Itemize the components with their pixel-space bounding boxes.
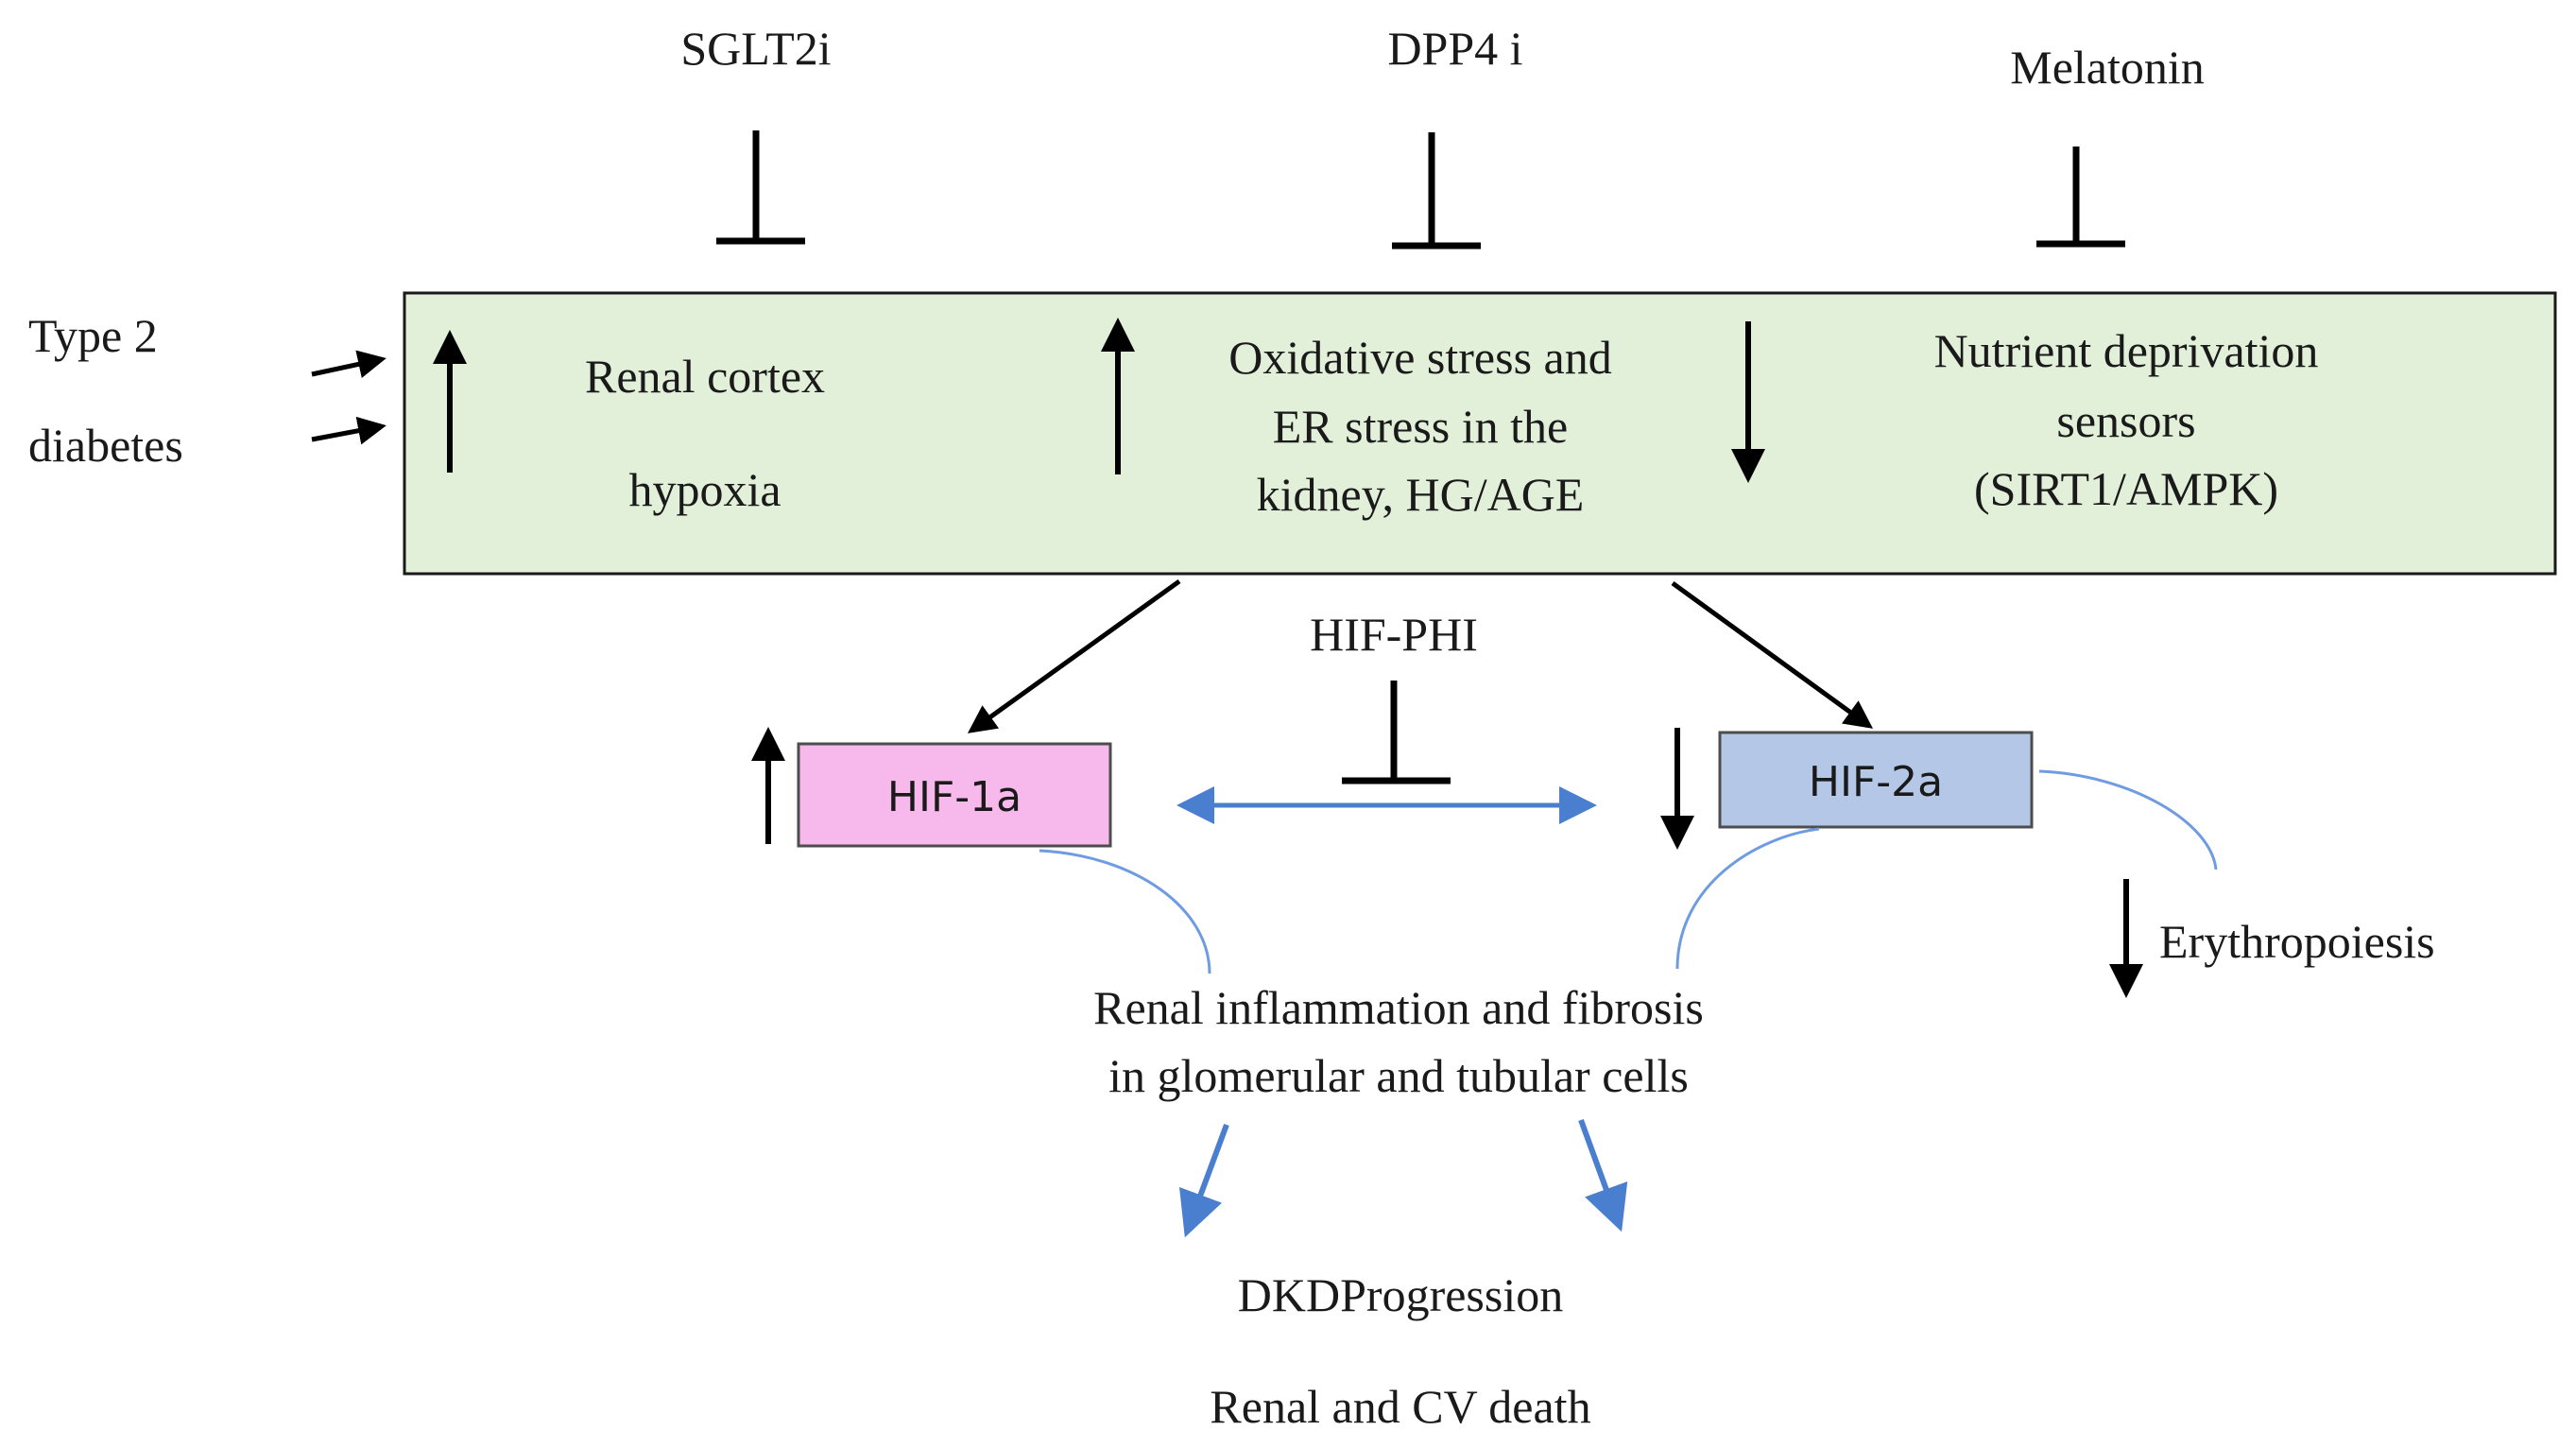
hif1a-box bbox=[797, 742, 1112, 848]
oxidative-line2: ER stress in the bbox=[1273, 400, 1568, 453]
sglt2i-inhibit-symbol bbox=[716, 130, 805, 245]
melatonin-inhibit-symbol bbox=[2036, 147, 2125, 248]
type2-label: Type 2 bbox=[28, 309, 158, 362]
hif2a-label: HIF-2a bbox=[1809, 758, 1943, 806]
dpp4i-label: DPP4 i bbox=[1387, 22, 1522, 75]
outcome-line1: Renal inflammation and fibrosis bbox=[1093, 981, 1704, 1034]
outcome-line2: in glomerular and tubular cells bbox=[1108, 1049, 1689, 1102]
hif1a-to-outcome-curve bbox=[1039, 849, 1211, 974]
sglt2i-label: SGLT2i bbox=[680, 22, 831, 75]
box-to-hif2a-arrow bbox=[1671, 580, 1874, 729]
melatonin-label: Melatonin bbox=[2010, 41, 2205, 94]
renal-line2: hypoxia bbox=[628, 463, 781, 516]
nutrient-line2: sensors bbox=[2056, 394, 2195, 447]
diabetes-label: diabetes bbox=[28, 419, 183, 472]
stress-box bbox=[403, 291, 2557, 576]
hif-phi-inhibit-symbol bbox=[1342, 681, 1451, 784]
oxidative-line3: kidney, HG/AGE bbox=[1257, 468, 1585, 521]
dpp4i-inhibit-symbol bbox=[1392, 132, 1481, 250]
hif2a-to-erythropoiesis-curve bbox=[2038, 769, 2218, 871]
oxidative-line1: Oxidative stress and bbox=[1228, 331, 1611, 384]
hif-phi-label: HIF-PHI bbox=[1310, 608, 1478, 661]
hif2a-box bbox=[1718, 731, 2034, 829]
input-arrow-1 bbox=[311, 350, 386, 378]
progression-label: DKDProgression bbox=[1238, 1268, 1563, 1321]
renal-line1: Renal cortex bbox=[585, 350, 825, 403]
erythropoiesis-label: Erythropoiesis bbox=[2159, 915, 2435, 968]
outcome-to-progression-arrow-left bbox=[1178, 1123, 1229, 1238]
outcome-to-progression-arrow-right bbox=[1578, 1118, 1628, 1233]
death-label: Renal and CV death bbox=[1210, 1380, 1590, 1433]
nutrient-line1: Nutrient deprivation bbox=[1934, 324, 2319, 377]
hif2a-to-outcome-curve bbox=[1675, 827, 1820, 970]
input-arrow-2 bbox=[311, 416, 386, 445]
box-to-hif1a-arrow bbox=[967, 578, 1181, 733]
nutrient-line3: (SIRT1/AMPK) bbox=[1974, 462, 2278, 515]
hif1a-label: HIF-1a bbox=[887, 773, 1022, 821]
